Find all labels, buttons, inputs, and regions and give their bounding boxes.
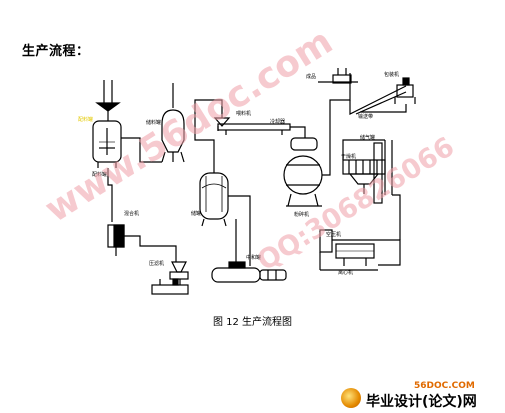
filter-unit: [107, 224, 177, 262]
label-l6: 储罐: [191, 210, 201, 217]
label-l8: 中和罐: [246, 254, 261, 261]
label-l15: 冷却器: [270, 118, 285, 125]
label-l17: 储气罐: [360, 134, 375, 141]
label-l3: 喂料机: [236, 110, 251, 117]
mixing-tank: [92, 120, 122, 168]
label-l5: 混合机: [124, 210, 139, 217]
separator-unit: [151, 261, 189, 295]
dryer-drum: [283, 126, 323, 207]
site-domain: 56DOC.COM: [414, 381, 475, 391]
pipe-mixer-to-filter: [107, 137, 162, 222]
grinder: [211, 261, 287, 283]
pipe-to-screw-feeder: [194, 99, 223, 168]
section-heading: 生产流程：: [22, 44, 90, 59]
cooler-unit: [319, 73, 401, 271]
feed-hopper: [95, 80, 121, 121]
pipe-tank-to-grinder: [228, 195, 251, 266]
label-l14: 输送带: [358, 113, 373, 120]
label-l7: 压滤机: [149, 260, 164, 267]
storage-silo: [161, 83, 185, 163]
figure-caption: 图 12 生产流程图: [212, 317, 293, 328]
label-l1: 配料罐: [78, 116, 93, 123]
label-l13: 包装机: [384, 71, 399, 78]
label-l4: 配料罐: [92, 171, 107, 178]
site-name: 毕业设计(论文)网: [366, 394, 477, 410]
label-l16: 空压机: [326, 231, 341, 238]
label-l10: 干燥机: [341, 153, 356, 160]
label-l11: 离心机: [338, 269, 353, 276]
label-l12: 成品: [306, 73, 316, 80]
drying-room: [342, 139, 401, 240]
packing-line: [318, 68, 416, 115]
neutralization-tank: [199, 168, 229, 227]
label-l2: 储料罐: [146, 119, 161, 126]
label-l9: 粉碎机: [294, 211, 309, 218]
site-logo-icon: [341, 388, 361, 408]
